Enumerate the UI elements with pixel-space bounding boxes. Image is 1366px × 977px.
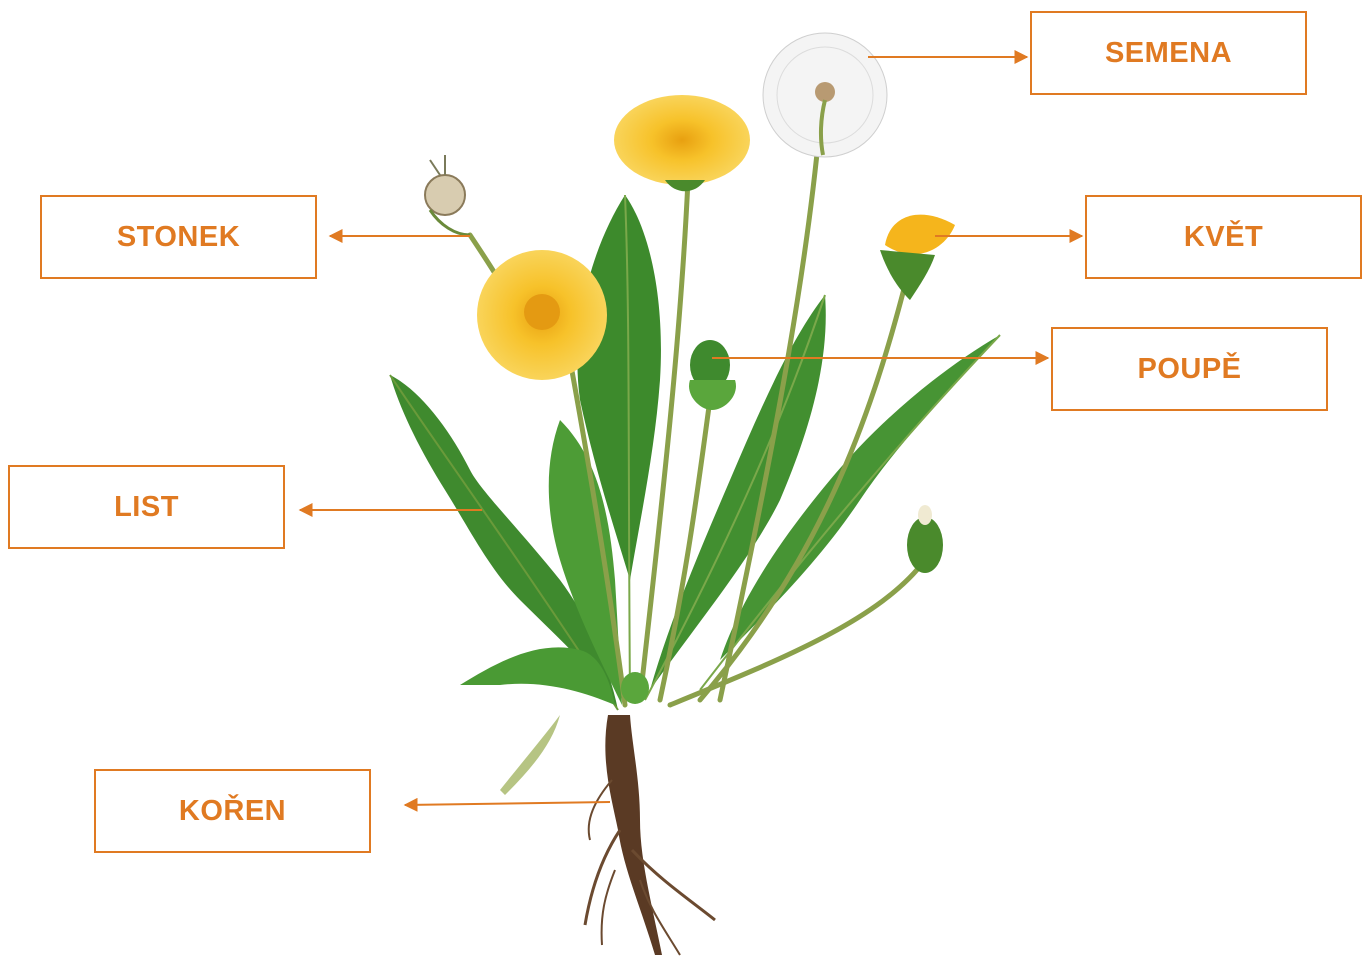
- label-semena: SEMENA: [1105, 37, 1232, 70]
- label-list: LIST: [114, 491, 179, 524]
- flower-large: [477, 250, 607, 380]
- arrow-koren: [405, 802, 610, 805]
- label-box-kvet: KVĚT: [1085, 195, 1362, 279]
- flower-top: [614, 95, 750, 191]
- label-stonek: STONEK: [117, 221, 240, 254]
- label-box-koren: KOŘEN: [94, 769, 371, 853]
- small-bud-right: [907, 505, 943, 573]
- spent-seed-head: [425, 155, 470, 235]
- label-poupe: POUPĚ: [1137, 353, 1241, 386]
- flower-small: [880, 215, 955, 300]
- label-box-poupe: POUPĚ: [1051, 327, 1328, 411]
- seed-head: [763, 33, 887, 157]
- small-leaf-fragment: [500, 715, 560, 795]
- small-bud-base: [621, 672, 649, 704]
- label-koren: KOŘEN: [179, 795, 286, 828]
- label-box-semena: SEMENA: [1030, 11, 1307, 95]
- flower-bud: [689, 340, 736, 410]
- label-box-list: LIST: [8, 465, 285, 549]
- label-kvet: KVĚT: [1184, 221, 1263, 254]
- label-box-stonek: STONEK: [40, 195, 317, 279]
- root-shape: [585, 715, 715, 955]
